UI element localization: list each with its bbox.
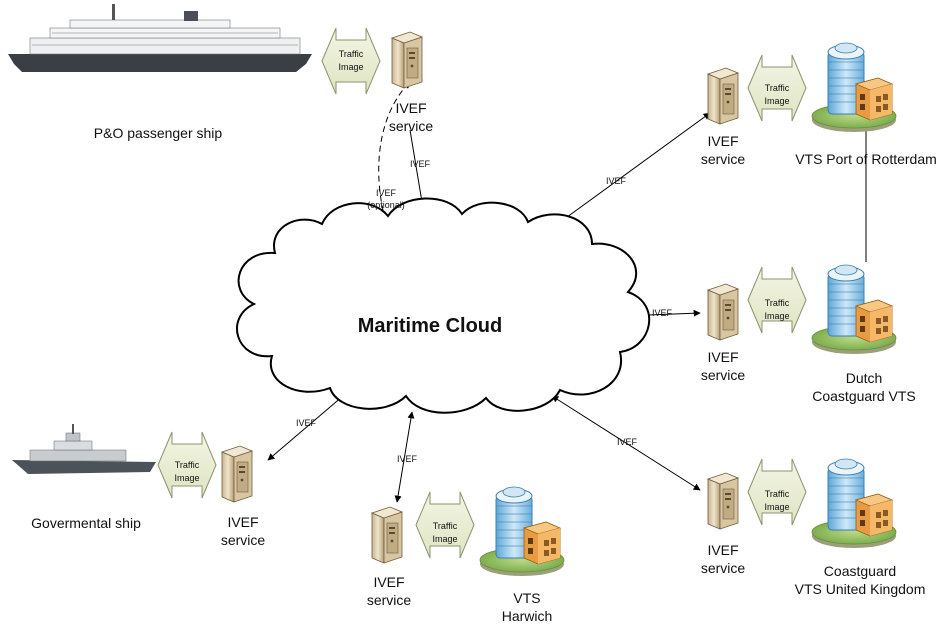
svg-text:Dutch: Dutch [846,370,883,386]
svg-text:Image: Image [764,502,789,512]
maritime-cloud: Maritime Cloud [236,197,651,414]
traffic-image-rotterdam: Traffic Image [747,54,807,122]
building-icon [811,42,897,133]
passenger-ship-label: P&O passenger ship [94,125,223,141]
vts-rotterdam-label: VTS Port of Rotterdam [795,151,937,167]
svg-text:IVEF: IVEF [227,514,258,530]
svg-text:Traffic: Traffic [765,298,790,308]
label-ivef-rotterdam: IVEF [606,176,627,186]
svg-text:VTS: VTS [513,590,540,606]
governmental-ship [12,424,156,474]
label-ivef-passenger: IVEF [410,159,431,169]
svg-text:Traffic: Traffic [175,460,200,470]
svg-text:Image: Image [764,96,789,106]
server-icon [707,67,739,125]
server-icon [221,445,253,503]
svg-text:Image: Image [338,62,363,72]
svg-text:Traffic: Traffic [339,49,364,59]
building-icon [479,486,565,577]
server-icon [371,506,403,564]
svg-text:Traffic: Traffic [765,83,790,93]
link-passenger-optional [378,81,411,241]
traffic-image-harwich: Traffic Image [415,491,475,559]
traffic-image-dutch: Traffic Image [747,266,807,334]
service-label-dutch: IVEF service [701,349,746,383]
link-governmental [267,389,351,461]
governmental-ship-label: Govermental ship [31,515,141,531]
svg-text:IVEF: IVEF [395,100,426,116]
server-icon [391,31,423,89]
vts-harwich-label: VTS Harwich [502,590,553,624]
service-label-rotterdam: IVEF service [701,133,746,167]
label-ivef-governmental: IVEF [296,418,317,428]
traffic-image-uk: Traffic Image [747,458,807,526]
service-label-uk: IVEF service [701,542,746,576]
passenger-ship [8,4,312,72]
svg-text:service: service [701,151,746,167]
svg-text:IVEF: IVEF [707,542,738,558]
svg-text:Image: Image [174,473,199,483]
traffic-image-passenger: Traffic Image [321,27,381,95]
building-icon [811,264,897,355]
svg-text:service: service [367,592,412,608]
label-ivef-optional-2: (optional) [367,200,405,210]
building-icon [811,458,897,549]
svg-text:IVEF: IVEF [373,574,404,590]
svg-text:IVEF: IVEF [707,349,738,365]
svg-text:Coastguard: Coastguard [824,563,896,579]
server-icon [707,472,739,530]
service-label-passenger: IVEF service [389,100,434,134]
svg-text:service: service [221,532,266,548]
vts-dutch-label: Dutch Coastguard VTS [812,370,916,404]
svg-text:Coastguard VTS: Coastguard VTS [812,388,916,404]
svg-text:VTS United Kingdom: VTS United Kingdom [795,581,926,597]
svg-text:Traffic: Traffic [765,489,790,499]
svg-text:IVEF: IVEF [707,133,738,149]
svg-text:service: service [389,118,434,134]
connections [267,81,867,503]
server-icon [707,283,739,341]
vts-uk-label: Coastguard VTS United Kingdom [795,563,926,597]
traffic-image-governmental: Traffic Image [157,431,217,499]
label-ivef-dutch: IVEF [652,308,673,318]
label-ivef-harwich: IVEF [397,454,418,464]
link-harwich [394,411,415,503]
cloud-label: Maritime Cloud [358,315,502,337]
service-label-harwich: IVEF service [367,574,412,608]
svg-text:service: service [701,367,746,383]
link-uk [551,395,701,491]
service-label-governmental: IVEF service [221,514,266,548]
svg-text:Traffic: Traffic [433,521,458,531]
svg-text:service: service [701,560,746,576]
label-ivef-uk: IVEF [617,437,638,447]
svg-text:Image: Image [432,534,457,544]
link-labels: IVEF IVEF (optional) IVEF IVEF IVEF IVEF… [296,159,673,464]
label-ivef-optional-1: IVEF [376,188,397,198]
svg-text:Image: Image [764,311,789,321]
svg-text:Harwich: Harwich [502,608,553,624]
